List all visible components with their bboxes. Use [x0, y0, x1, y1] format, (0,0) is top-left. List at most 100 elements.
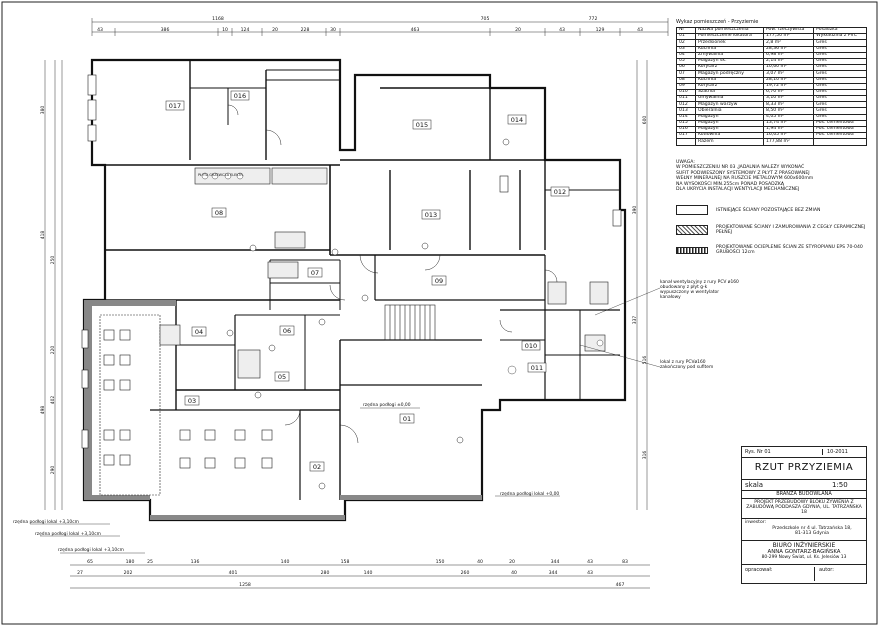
- svg-text:401: 401: [229, 570, 238, 576]
- svg-text:40: 40: [477, 559, 483, 565]
- svg-text:1258: 1258: [239, 582, 251, 588]
- office-owner: ANNA GONTARZ-BAGIŃSKA: [767, 549, 841, 555]
- top-dims: 1168 705 772 43 386 10 124 20 228 30 463…: [97, 16, 643, 33]
- svg-text:344: 344: [551, 559, 560, 565]
- svg-text:228: 228: [301, 27, 310, 33]
- room-016: 016: [234, 92, 246, 100]
- svg-text:463: 463: [411, 27, 420, 33]
- annotation-pipe: lokal z rury PCVø160 zakończony pod sufi…: [660, 360, 714, 370]
- svg-text:705: 705: [481, 16, 490, 22]
- project-description: PROJEKT PRZEBUDOWY BLOKU ŻYWIENIA Z ZABU…: [746, 500, 862, 515]
- note-line: WEŁNY MINERALNEJ NA RUSZCIE METALOWYM 60…: [676, 176, 814, 182]
- note-line: UWAGA:: [676, 160, 695, 165]
- room-04: 04: [195, 328, 203, 336]
- room-schedule-title: Wykaz pomieszczeń - Przyziemie: [676, 19, 759, 25]
- svg-text:402: 402: [50, 396, 56, 405]
- legend-item-new-walls: PROJEKTOWANE ŚCIANY I ZAMUROWANIA Z CEGŁ…: [676, 225, 866, 235]
- legend: ISTNIEJĄCE ŚCIANY POZOSTAJĄCE BEZ ZMIAN …: [676, 205, 866, 265]
- svg-text:498: 498: [40, 406, 46, 415]
- note-line: W POMIESZCZENIU NR 03 ,JADALNIA NALEŻY W…: [676, 165, 805, 171]
- svg-text:83: 83: [622, 559, 628, 565]
- room-017: 017: [169, 102, 181, 110]
- annotation-floor-3: rzędna podłogi lokal +3,10cm: [58, 548, 124, 553]
- note-line: NA WYSOKOŚCI MIN.255cm PONAD POSADZKĄ: [676, 181, 785, 187]
- svg-text:43: 43: [587, 570, 593, 576]
- svg-text:40: 40: [511, 570, 517, 576]
- svg-text:150: 150: [436, 559, 445, 565]
- room-06: 06: [283, 327, 291, 335]
- svg-text:136: 136: [191, 559, 200, 565]
- dim-top-total: 1168: [212, 16, 224, 22]
- legend-item-insulation: PROJEKTOWANE OCIEPLENIE ŚCIAN ZE STYROPI…: [676, 245, 866, 255]
- room-014: 014: [511, 116, 523, 124]
- svg-text:20: 20: [509, 559, 515, 565]
- branch: BRANŻA BUDOWLANA: [776, 491, 832, 497]
- svg-text:337: 337: [632, 316, 638, 325]
- svg-text:30: 30: [330, 27, 336, 33]
- room-cell: [676, 138, 696, 146]
- room-02: 02: [313, 463, 321, 471]
- annotation-floor-1: rzędna podłogi lokal +3,10cm: [13, 520, 79, 525]
- svg-text:386: 386: [161, 27, 170, 33]
- svg-text:316: 316: [642, 451, 648, 460]
- title-block: Rys. Nr 01 10-2011 RZUT PRZYZIEMIA skala…: [741, 446, 867, 584]
- room-011: 011: [531, 364, 543, 372]
- svg-text:290: 290: [50, 466, 56, 475]
- cooktop-label: PŁYTA GRZEWCZA ELEKTR.: [198, 173, 244, 177]
- notes: UWAGA:W POMIESZCZENIU NR 03 ,JADALNIA NA…: [676, 160, 856, 192]
- svg-text:43: 43: [637, 27, 643, 33]
- office-address: 80-299 Nowy Świat, ul. Ks. Jelesiów 13: [761, 555, 847, 560]
- annotation-floor-5: rzędna podłogi ±0,00: [363, 403, 411, 408]
- svg-text:20: 20: [272, 27, 278, 33]
- annotation-vent: kanał wentylacyjny z rury PCV ø160 obudo…: [660, 280, 739, 300]
- room-cell: 177,88 m²: [762, 138, 815, 146]
- svg-text:250: 250: [50, 256, 56, 265]
- svg-text:467: 467: [616, 582, 625, 588]
- office-name: BIURO INŻYNIERSKIE: [772, 542, 836, 549]
- svg-text:390: 390: [632, 206, 638, 215]
- svg-text:158: 158: [341, 559, 350, 565]
- room-013: 013: [425, 211, 437, 219]
- svg-text:180: 180: [126, 559, 135, 565]
- investor: Przedszkole nr 4 ul. Tatrzańska 18, 81-3…: [772, 526, 852, 536]
- scale-value: 1:50: [832, 481, 848, 489]
- room-cell: [813, 138, 867, 146]
- room-010: 010: [525, 342, 537, 350]
- svg-text:43: 43: [559, 27, 565, 33]
- scale-label: skala: [745, 481, 764, 489]
- room-07: 07: [311, 269, 319, 277]
- sheet-date: 10-2011: [822, 449, 848, 455]
- svg-text:20: 20: [515, 27, 521, 33]
- svg-text:380: 380: [40, 106, 46, 115]
- note-line: DLA UKRYCIA INSTALACJI WENTYLACJI MECHAN…: [676, 187, 800, 193]
- svg-text:260: 260: [461, 570, 470, 576]
- note-line: SUFIT PODWIESZONY SYSTEMOWY Z PŁYT Z PRA…: [676, 170, 810, 176]
- room-cell: Razem: [695, 138, 764, 146]
- room-012: 012: [554, 188, 566, 196]
- svg-text:10: 10: [222, 27, 228, 33]
- room-015: 015: [416, 121, 428, 129]
- svg-text:124: 124: [241, 27, 250, 33]
- room-08: 08: [215, 209, 223, 217]
- drafted-label: opracował:: [745, 567, 773, 573]
- svg-text:140: 140: [281, 559, 290, 565]
- svg-text:280: 280: [321, 570, 330, 576]
- svg-text:25: 25: [147, 559, 153, 565]
- sheet-title: RZUT PRZYZIEMIA: [754, 462, 854, 473]
- svg-text:344: 344: [549, 570, 558, 576]
- svg-text:43: 43: [587, 559, 593, 565]
- svg-text:600: 600: [642, 116, 648, 125]
- svg-text:418: 418: [40, 231, 46, 240]
- investor-label: inwestor:: [745, 520, 767, 525]
- svg-text:65: 65: [87, 559, 93, 565]
- sheet-number: Rys. Nr 01: [745, 449, 771, 455]
- annotation-floor-2: rzędna podłogi lokal +3,10cm: [35, 532, 101, 537]
